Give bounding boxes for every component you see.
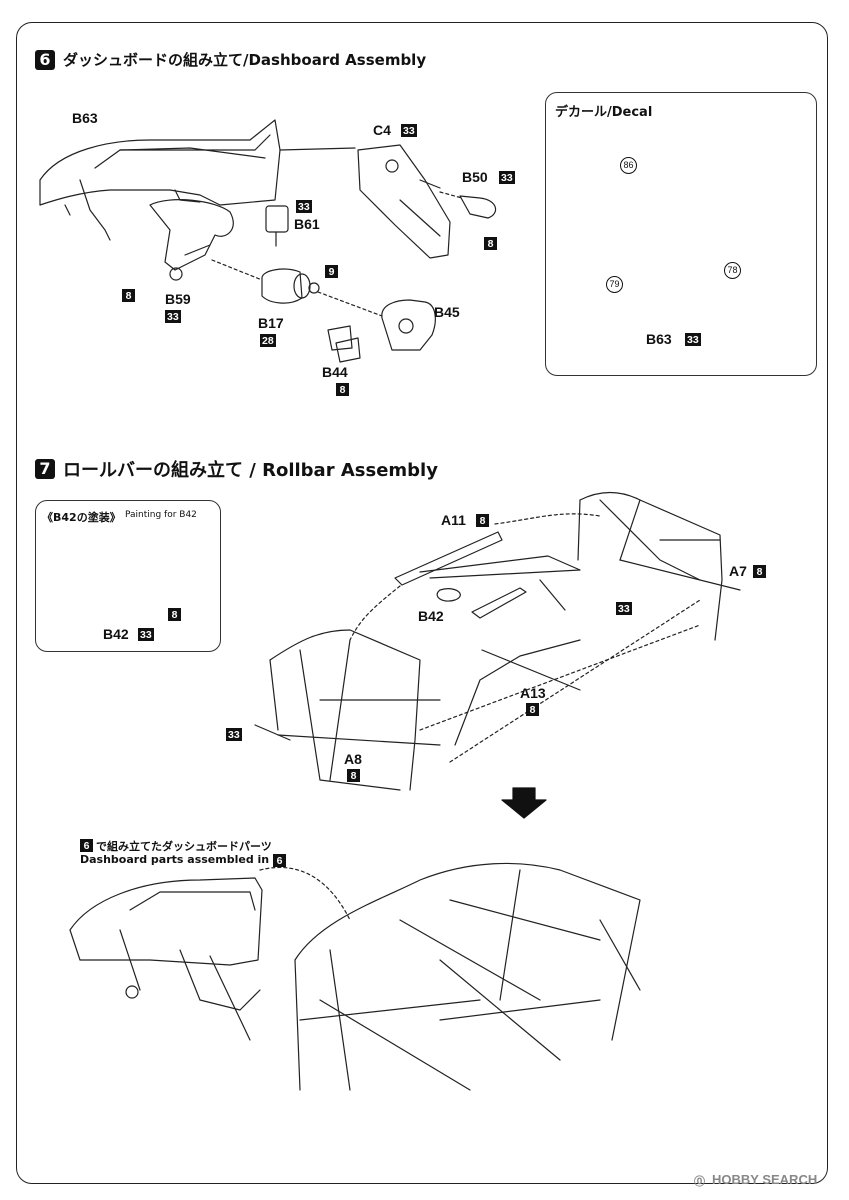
console-b59-drawing: [149, 199, 234, 281]
decal-86: 86: [620, 157, 637, 174]
label-b50: B50: [462, 169, 488, 185]
result-note-line1: で組み立てたダッシュボードパーツ: [96, 840, 272, 853]
color-a8: 8: [347, 769, 360, 782]
color-b17: 9: [325, 265, 338, 278]
decal-78: 78: [724, 262, 741, 279]
label-b44: B44: [322, 364, 348, 380]
result-note-line2: Dashboard parts assembled in: [80, 853, 270, 866]
label-b42: B42: [418, 608, 444, 624]
label-a7: A7: [729, 563, 747, 579]
page-frame: [16, 22, 828, 1184]
code-c4: 33: [401, 124, 417, 137]
color-b44: 8: [336, 383, 349, 396]
label-a13: A13: [520, 685, 546, 701]
color-a13: 8: [526, 703, 539, 716]
result-step-ref: 6: [80, 839, 93, 852]
decal-79: 79: [606, 276, 623, 293]
step6-title: ダッシュボードの組み立て/Dashboard Assembly: [63, 51, 427, 69]
painting-title-jp: 《B42の塗装》: [42, 511, 121, 524]
label-b61: B61: [294, 216, 320, 232]
down-arrow: [501, 787, 547, 819]
label-b63: B63: [72, 110, 98, 126]
color-a7: 8: [753, 565, 766, 578]
decal-inset-title: デカール/Decal: [555, 105, 653, 120]
painting-inset-box: [35, 500, 221, 652]
steering-column-b17-drawing: [211, 259, 320, 304]
code-a8: 33: [226, 728, 242, 741]
step7-title: ロールバーの組み立て / Rollbar Assembly: [63, 460, 438, 481]
painting-color: 8: [168, 608, 181, 621]
hobbysearch-logo-icon: ⓪: [694, 1176, 705, 1188]
final-assembly-drawing: [69, 862, 641, 1091]
painting-part-code: 33: [138, 628, 154, 641]
color-b59: 8: [122, 289, 135, 302]
knob-b50-drawing: [439, 191, 497, 219]
code-b17: 28: [260, 334, 276, 347]
label-b59: B59: [165, 291, 191, 307]
step6-number-badge: 6: [35, 50, 55, 70]
decal-part-b63: B63: [646, 331, 672, 347]
label-a8: A8: [344, 751, 362, 767]
painting-part: B42: [103, 626, 129, 642]
step7-number-badge: 7: [35, 459, 55, 479]
rollbar-parts-drawing: [254, 491, 741, 791]
painting-title-en: Painting for B42: [125, 510, 197, 520]
console-c4-drawing: [279, 144, 451, 259]
color-b50: 8: [484, 237, 497, 250]
gauge-b61-drawing: [265, 205, 289, 247]
decal-inset-box: [545, 92, 817, 376]
steering-wheel-b45-drawing: [317, 291, 436, 351]
result-step-ref2: 6: [273, 854, 286, 867]
code-b50: 33: [499, 171, 515, 184]
code-a7: 33: [616, 602, 632, 615]
label-b17: B17: [258, 315, 284, 331]
color-a11: 8: [476, 514, 489, 527]
watermark-text: HOBBY SEARCH: [712, 1172, 818, 1187]
code-b59: 33: [165, 310, 181, 323]
label-c4: C4: [373, 122, 391, 138]
dashboard-b63-drawing: [39, 119, 281, 241]
label-b45: B45: [434, 304, 460, 320]
code-b61: 33: [296, 200, 312, 213]
decal-part-code: 33: [685, 333, 701, 346]
label-a11: A11: [441, 512, 466, 528]
paddles-b44-drawing: [327, 325, 361, 363]
